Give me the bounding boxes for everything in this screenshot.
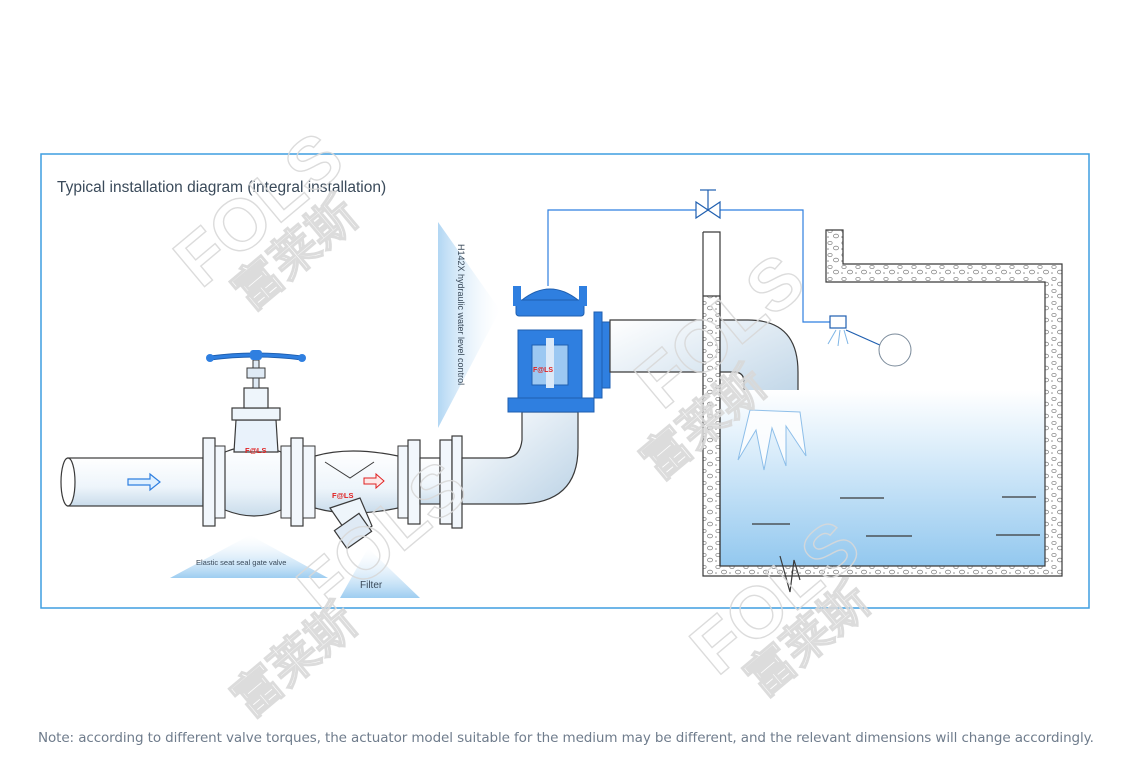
pilot-control-line	[547, 189, 830, 323]
inlet-pipe	[60, 457, 204, 507]
connection-pipe	[419, 435, 463, 529]
gate-valve-brand: F@LS	[245, 446, 266, 455]
control-valve-brand: F@LS	[533, 367, 553, 374]
gate-valve: F@LS	[202, 350, 306, 527]
float-valve	[827, 315, 912, 367]
y-filter: F@LS	[302, 439, 421, 550]
gate-label-beam	[170, 535, 328, 578]
riser-elbow	[461, 411, 579, 505]
control-valve: F@LS	[507, 286, 611, 413]
diagram-title: Typical installation diagram (integral i…	[57, 179, 386, 196]
flow-arrow-icon	[127, 472, 161, 492]
filter-label-beam	[340, 548, 420, 598]
filter-brand: F@LS	[332, 491, 353, 500]
diagram-frame	[40, 153, 1090, 609]
float-ball-icon	[878, 333, 912, 367]
filter-label: Filter	[360, 580, 383, 591]
water-spray	[737, 409, 807, 471]
control-valve-label: H142X hydraulic water level control	[456, 244, 466, 385]
flow-arrow-icon	[363, 472, 385, 490]
gate-valve-label: Elastic seat seal gate valve	[196, 558, 286, 567]
control-label-beam	[438, 222, 500, 428]
svg-text:富莱斯: 富莱斯	[223, 594, 367, 727]
footnote: Note: according to different valve torqu…	[38, 730, 1094, 746]
water-tank	[702, 229, 1063, 593]
water-level-lines	[752, 496, 1040, 537]
